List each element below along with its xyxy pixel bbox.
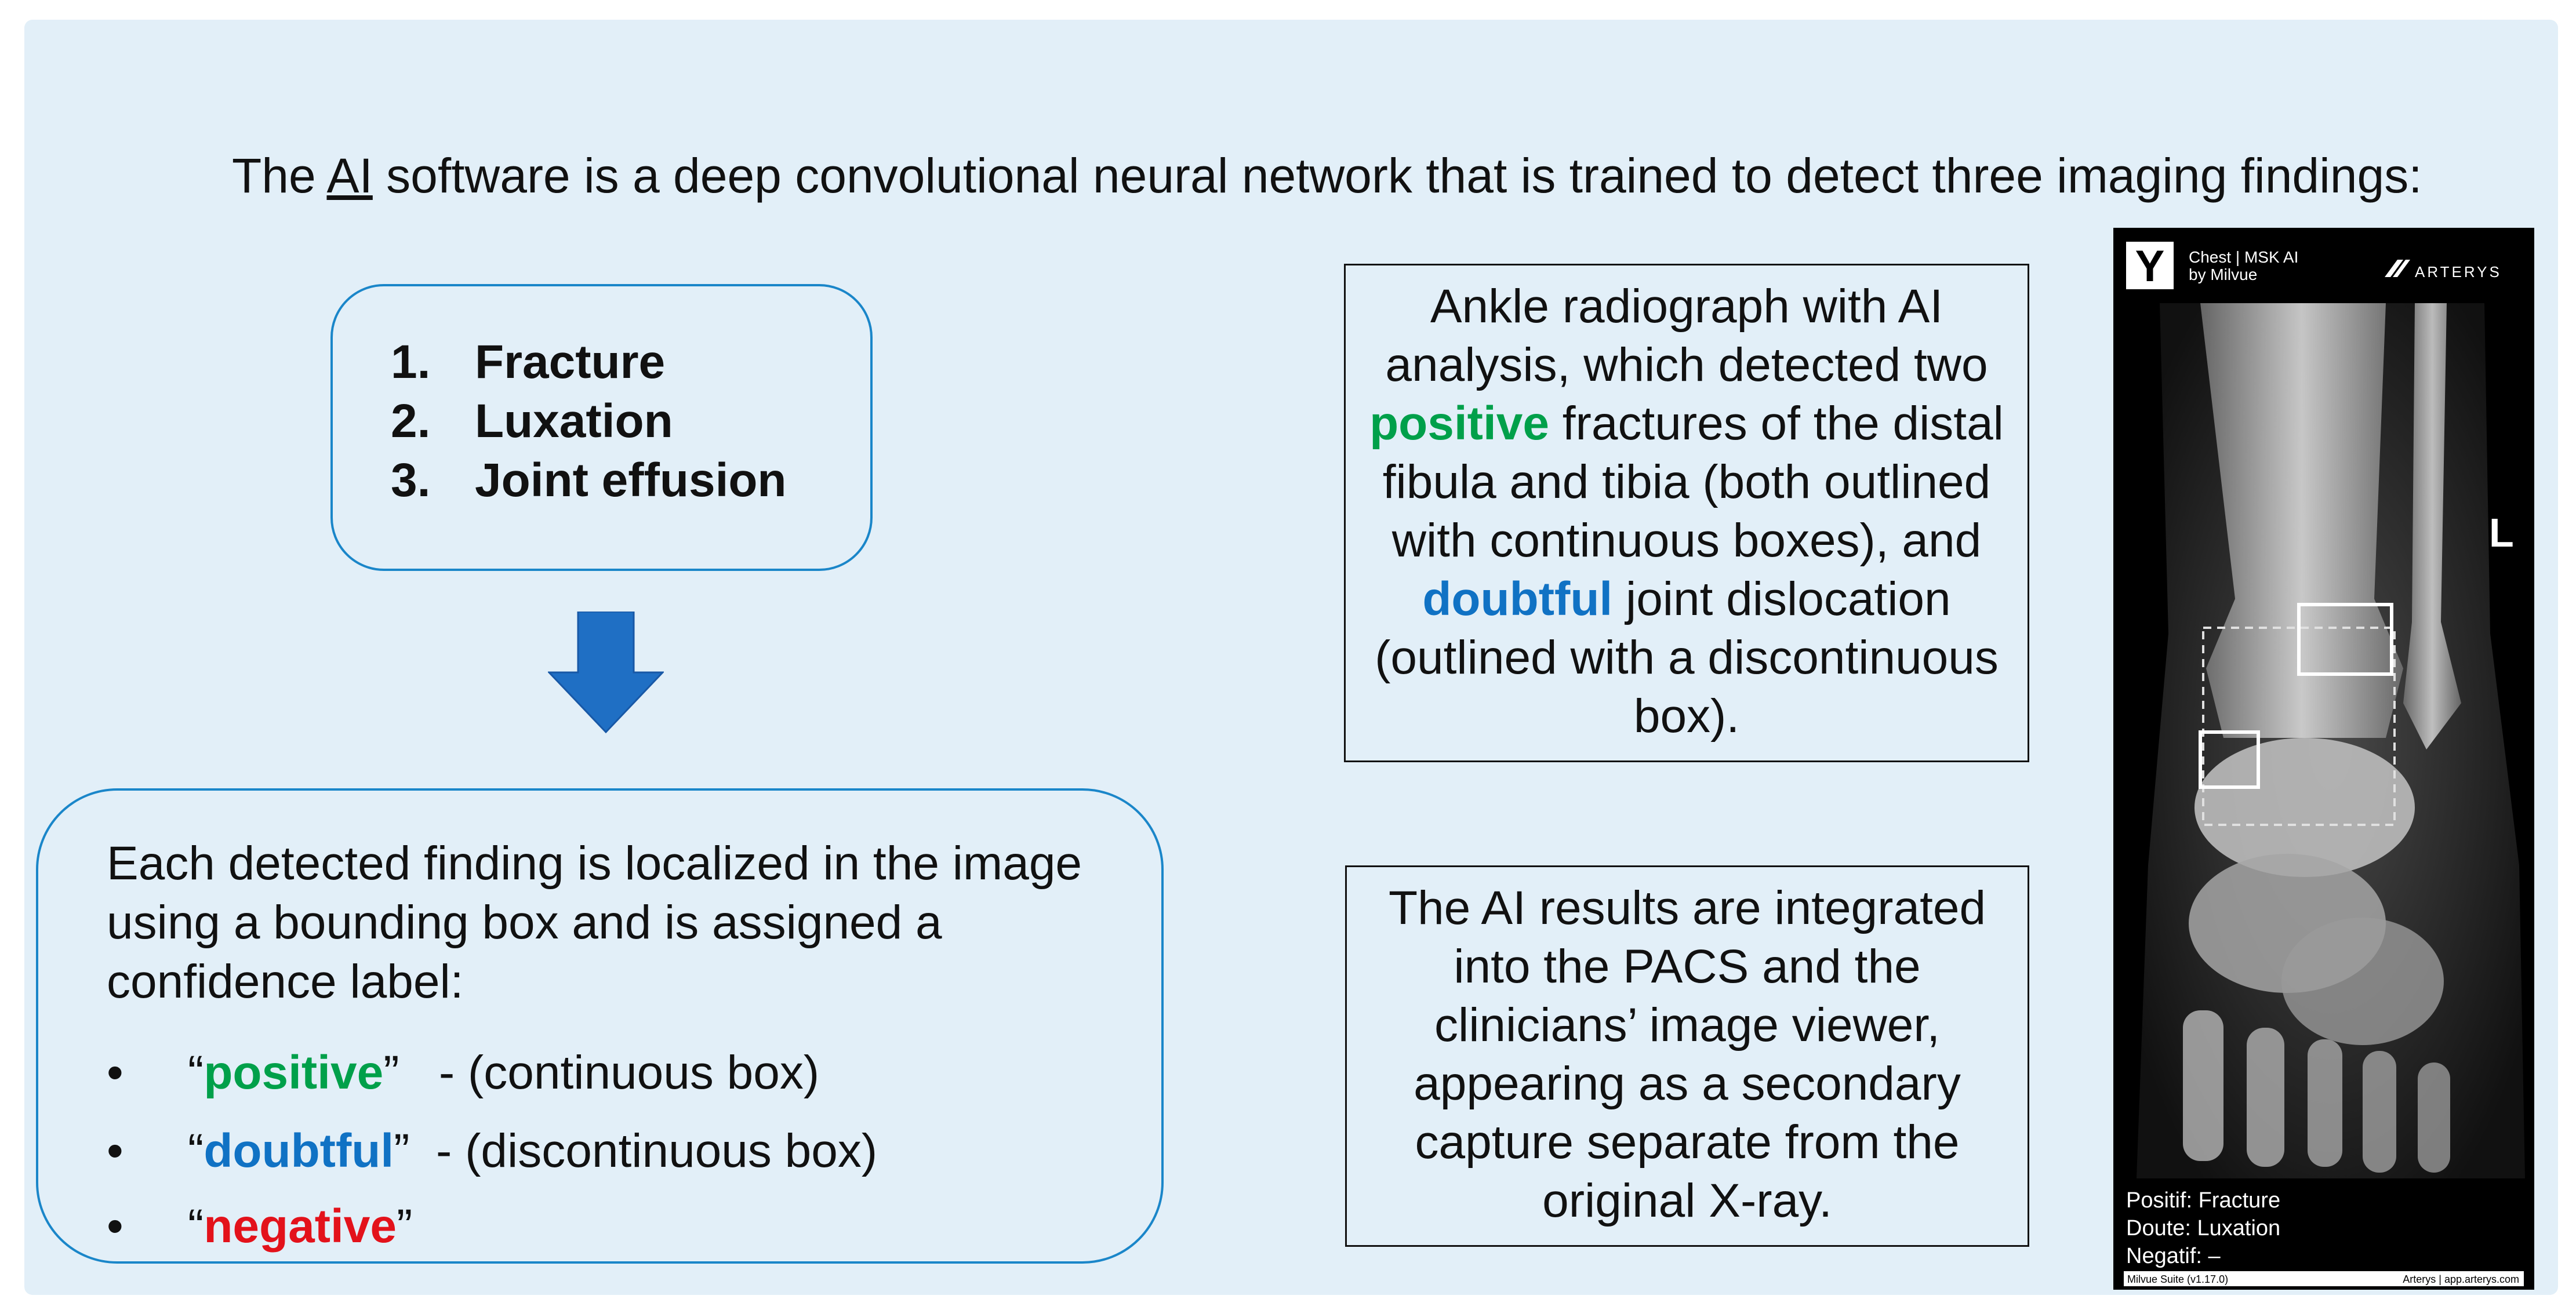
metatarsal-shape [2183,1010,2223,1161]
result-doubtful: Doute: Luxation [2126,1216,2280,1240]
open-quote: “ [188,1125,204,1177]
milvue-logo [2126,242,2174,289]
caption-text: joint dislocation (outlined with a disco… [1375,573,1999,743]
fracture-box-fibula [2297,603,2393,676]
bullet: • [107,1200,123,1253]
result-negative: Negatif: – [2126,1244,2221,1268]
caption-positive: positive [1369,397,1549,450]
bullet: • [107,1125,123,1177]
headline-prefix: The [232,148,327,203]
product-name-line1: Chest | MSK AI [2189,248,2298,266]
confidence-item-negative: • “negative” [107,1199,412,1254]
finding-number: 2. [391,395,431,447]
product-name-line2: by Milvue [2189,265,2257,283]
footer-bar [2124,1271,2524,1286]
label-positive: positive [204,1046,384,1099]
open-quote: “ [188,1200,204,1253]
headline-suffix: software is a deep convolutional neural … [372,148,2422,203]
talus-shape [2194,738,2415,877]
tarsal-shape [2281,918,2444,1045]
confidence-item-doubtful: • “doubtful” - (discontinuous box) [107,1124,877,1178]
finding-item: 3. Joint effusion [391,451,787,510]
close-quote: ” [383,1046,399,1099]
metatarsal-shape [2363,1051,2396,1173]
finding-label: Joint effusion [475,454,787,507]
finding-item: 1. Fracture [391,333,787,392]
finding-number: 3. [391,454,431,507]
xray-caption-box: Ankle radiograph with AI analysis, which… [1344,264,2029,762]
findings-box: 1. Fracture 2. Luxation 3. Joint effusion [330,284,873,571]
pacs-caption-box: The AI results are integrated into the P… [1345,865,2029,1247]
confidence-intro: Each detected finding is localized in th… [107,837,1082,1008]
logo-letter: Y [2135,242,2165,291]
confidence-box: Each detected finding is localized in th… [36,788,1164,1264]
findings-list: 1. Fracture 2. Luxation 3. Joint effusion [391,333,787,510]
open-quote: “ [188,1046,204,1099]
footer-right-text: Arterys | app.arterys.com [2403,1273,2519,1285]
vendor-name: ARTERYS [2415,263,2502,281]
side-marker: L [2489,510,2514,555]
arterys-logo-icon [2385,260,2410,277]
finding-item: 2. Luxation [391,392,787,451]
bullet: • [107,1046,123,1099]
headline: The AI software is a deep convolutional … [232,148,2422,204]
finding-label: Luxation [475,395,673,447]
fibula-shape [2403,303,2461,749]
finding-number: 1. [391,336,431,388]
down-arrow-icon [548,612,664,733]
note-discontinuous-box: - (discontinuous box) [409,1125,878,1177]
metatarsal-shape [2418,1062,2450,1173]
confidence-item-positive: • “positive” - (continuous box) [107,1046,819,1100]
caption-text: Ankle radiograph with AI analysis, which… [1385,280,1988,391]
caption-text: fractures of the distal fibula and tibia… [1382,397,2004,567]
result-positive: Positif: Fracture [2126,1188,2280,1213]
note-continuous-box: - (continuous box) [399,1046,820,1099]
caption-doubtful: doubtful [1422,573,1613,625]
footer-left-text: Milvue Suite (v1.17.0) [2127,1273,2228,1285]
headline-ai-term: AI [326,148,373,203]
ankle-radiograph: Y Chest | MSK AI by Milvue ARTERYS L Pos… [2113,228,2534,1290]
label-negative: negative [204,1200,397,1253]
fracture-box-tibia [2199,730,2260,789]
tibia-shape [2200,303,2403,738]
metatarsal-shape [2247,1028,2284,1167]
close-quote: ” [394,1125,410,1177]
close-quote: ” [397,1200,413,1253]
label-doubtful: doubtful [204,1125,394,1177]
metatarsal-shape [2308,1039,2342,1167]
finding-label: Fracture [475,336,666,388]
